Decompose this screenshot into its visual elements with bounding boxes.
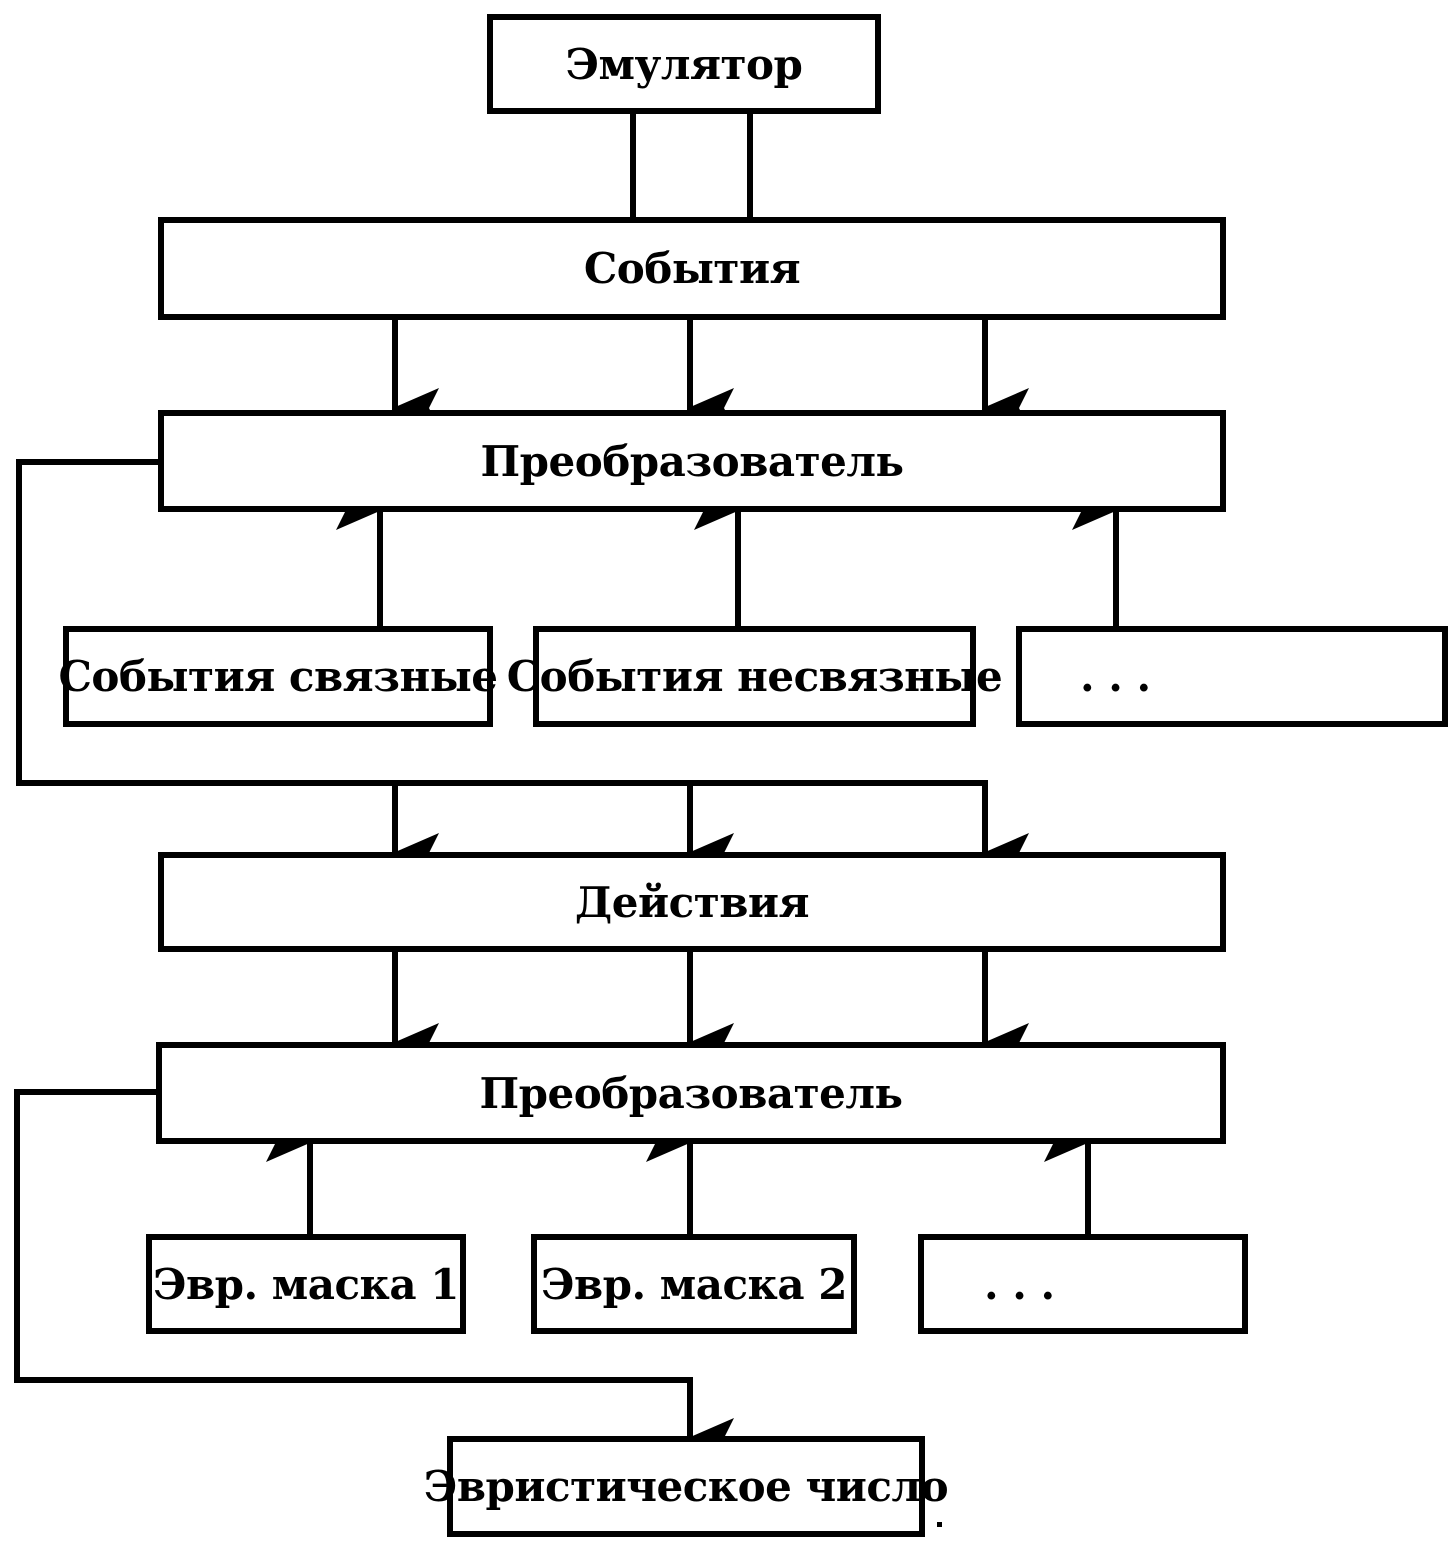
heuristic-mask-2-label: Эвр. маска 2 bbox=[541, 1259, 847, 1309]
converter-1-box: Преобразователь bbox=[158, 410, 1226, 512]
heuristic-mask-1-box: Эвр. маска 1 bbox=[146, 1234, 466, 1334]
events-more-label: . . . bbox=[1080, 652, 1151, 701]
stray-dot bbox=[937, 1522, 942, 1527]
actions-label: Действия bbox=[574, 877, 810, 927]
emulator-label: Эмулятор bbox=[565, 39, 803, 89]
edge-converter1-bypass bbox=[16, 459, 988, 786]
heuristic-number-label: Эвристическое число bbox=[423, 1462, 949, 1511]
edge-converter2-heuristic-number bbox=[14, 1089, 734, 1458]
masks-more-label: . . . bbox=[984, 1259, 1055, 1309]
events-box: События bbox=[158, 217, 1226, 320]
events-label: События bbox=[583, 244, 801, 293]
emulator-box: Эмулятор bbox=[487, 14, 881, 114]
converter-2-box: Преобразователь bbox=[156, 1042, 1226, 1144]
events-connected-label: События связные bbox=[58, 652, 498, 701]
actions-box: Действия bbox=[158, 852, 1226, 952]
events-unconnected-label: События несвязные bbox=[506, 652, 1003, 701]
converter-2-label: Преобразователь bbox=[479, 1068, 903, 1118]
converter-1-label: Преобразователь bbox=[480, 436, 904, 486]
masks-more-box: . . . bbox=[918, 1234, 1248, 1334]
events-unconnected-box: События несвязные bbox=[507, 626, 1003, 727]
heuristic-mask-2-box: Эвр. маска 2 bbox=[531, 1234, 857, 1334]
events-more-box: . . . bbox=[1016, 626, 1448, 727]
events-connected-box: События связные bbox=[58, 626, 498, 727]
heuristic-number-box: Эвристическое число bbox=[424, 1436, 949, 1537]
heuristic-mask-1-label: Эвр. маска 1 bbox=[153, 1259, 459, 1309]
